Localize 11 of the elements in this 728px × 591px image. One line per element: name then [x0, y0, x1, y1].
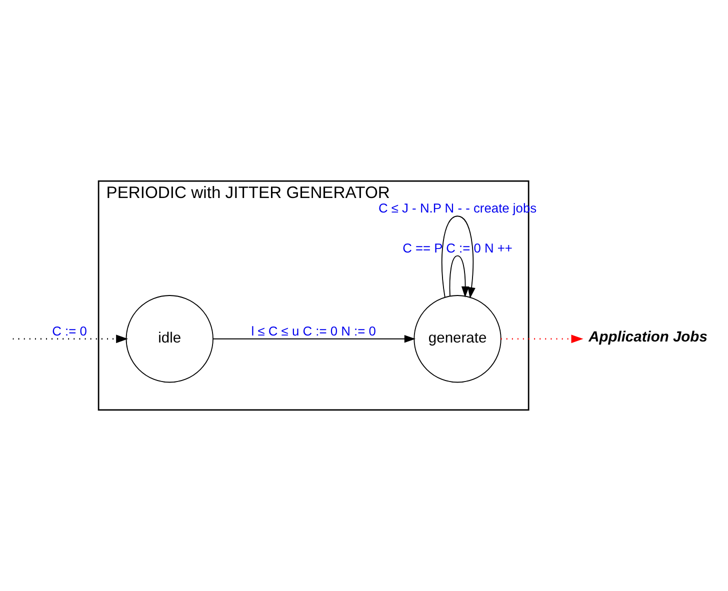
arrow [500, 334, 584, 344]
edge-label: C == P C := 0 N ++ [402, 240, 512, 256]
node-circle: idle [126, 295, 214, 383]
arrow [442, 216, 476, 298]
node-circle: generate [414, 295, 502, 383]
edge-label: C := 0 [52, 323, 87, 338]
edge-label: l ≤ C ≤ u C := 0 N := 0 [251, 323, 376, 338]
node-text: Application Jobs [588, 329, 708, 346]
arrow [212, 334, 416, 343]
arrow [449, 255, 470, 298]
arrow [12, 334, 128, 344]
